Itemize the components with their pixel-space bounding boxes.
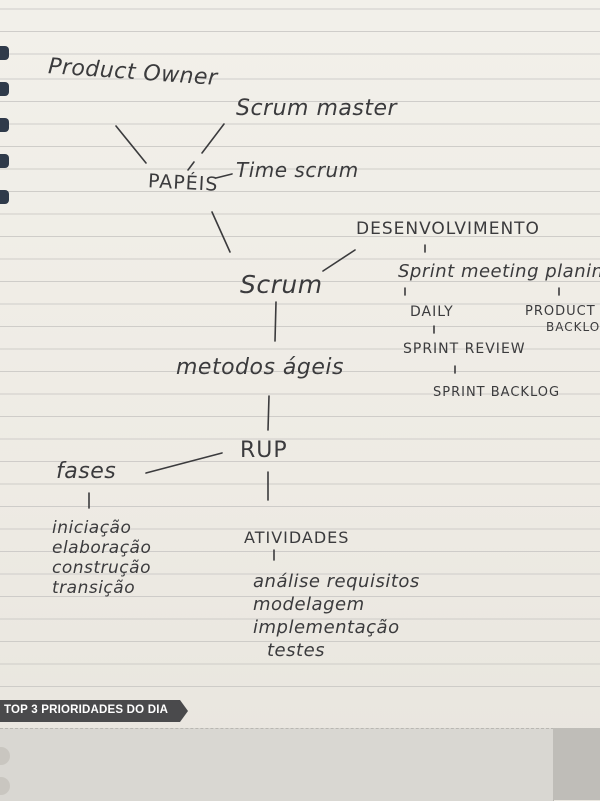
atividade-item: testes	[267, 640, 326, 661]
spiral-ring	[0, 46, 9, 60]
atividade-item: implementação	[253, 617, 400, 638]
fase-item: elaboração	[52, 538, 152, 558]
priorities-box-edge	[553, 728, 600, 800]
node-fases: fases	[56, 459, 117, 484]
node-atividades: ATIVIDADES	[244, 528, 350, 547]
ruled-lines	[0, 0, 600, 700]
spiral-ring	[0, 154, 9, 168]
node-time-scrum: Time scrum	[236, 158, 359, 182]
binder-hole	[0, 747, 10, 765]
fase-item: iniciação	[52, 518, 132, 538]
node-daily: DAILY	[410, 304, 454, 320]
fase-item: construção	[52, 558, 151, 578]
priorities-banner-label: TOP 3 PRIORIDADES DO DIA	[4, 704, 169, 716]
atividade-item: análise requisitos	[253, 571, 420, 592]
node-sprint-backlog: SPRINT BACKLOG	[433, 385, 561, 400]
atividade-item: modelagem	[253, 594, 365, 615]
binder-hole	[0, 777, 10, 795]
spiral-ring	[0, 190, 9, 204]
priorities-box	[0, 728, 554, 801]
list-fases: iniciação elaboração construção transiçã…	[52, 518, 151, 598]
node-product-backlog-line2: BACKLO	[546, 320, 600, 334]
node-sprint-review: SPRINT REVIEW	[403, 341, 526, 357]
node-desenvolvimento: DESENVOLVIMENTO	[356, 219, 540, 239]
spiral-ring	[0, 118, 9, 132]
node-metodos-ageis: metodos ágeis	[176, 355, 344, 380]
node-sprint-meeting: Sprint meeting planing	[398, 261, 600, 282]
node-rup: RUP	[240, 438, 288, 463]
node-product-backlog-line1: PRODUCT	[525, 304, 596, 319]
list-atividades: análise requisitos modelagem implementaç…	[253, 570, 420, 662]
spiral-ring	[0, 82, 9, 96]
node-scrum: Scrum	[240, 270, 323, 299]
node-scrum-master: Scrum master	[236, 96, 398, 121]
node-papeis: PAPÉIS	[147, 170, 219, 196]
priorities-banner: TOP 3 PRIORIDADES DO DIA	[0, 700, 188, 722]
fase-item: transição	[52, 578, 136, 598]
